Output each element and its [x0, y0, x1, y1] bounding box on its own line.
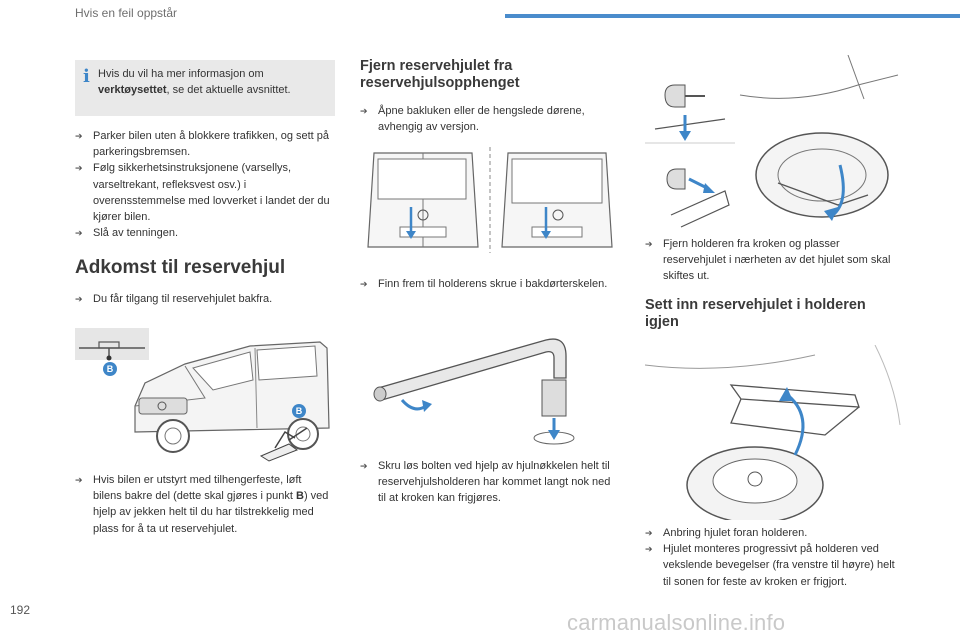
point-b-marker-van: B	[292, 404, 306, 418]
arrow-bullet-icon: ➔	[645, 239, 653, 249]
spare-wheel-refit-illustration	[645, 345, 901, 520]
point-b-marker-inset: B	[103, 362, 117, 376]
arrow-bullet-icon: ➔	[75, 163, 83, 174]
arrow-bullet-icon: ➔	[360, 279, 368, 289]
rear-doors-illustration	[367, 147, 613, 253]
list-item: ➔Anbring hjulet foran holderen.	[645, 525, 903, 541]
arrow-bullet-icon: ➔	[645, 528, 653, 538]
list-item: ➔Fjern holderen fra kroken og plasser re…	[645, 238, 891, 283]
remove-holder-list: ➔Fjern holderen fra kroken og plasser re…	[645, 236, 903, 285]
list-item: ➔Slå av tenningen.	[75, 225, 333, 241]
arrow-bullet-icon: ➔	[360, 106, 368, 116]
section-title: Hvis en feil oppstår	[75, 6, 178, 20]
preparation-list: ➔Parker bilen uten å blokkere trafikken,…	[75, 128, 333, 241]
list-item: ➔Følg sikkerhetsinstruksjonene (varselly…	[75, 162, 330, 224]
watermark: carmanualsonline.info	[567, 610, 786, 635]
list-item: ➔Åpne bakluken eller de hengslede dørene…	[360, 105, 585, 134]
heading-spare-wheel-access: Adkomst til reservehjul	[75, 257, 286, 278]
refit-list: ➔Anbring hjulet foran holderen. ➔Hjulet …	[645, 525, 903, 590]
wheel-wrench-illustration	[373, 338, 575, 445]
spare-wheel-lowering-illustration	[739, 55, 899, 221]
list-item: ➔Hvis bilen er utstyrt med tilhengerfest…	[75, 474, 329, 535]
page-number: 192	[10, 603, 31, 617]
list-item: ➔Hjulet monteres progressivt på holderen…	[645, 543, 895, 588]
van-jack-illustration	[75, 328, 330, 462]
access-list: ➔Du får tilgang til reservehjulet bakfra…	[75, 291, 333, 307]
arrow-bullet-icon: ➔	[75, 228, 83, 239]
find-list: ➔Finn frem til holderens skrue i bakdørt…	[360, 276, 615, 292]
arrow-bullet-icon: ➔	[360, 461, 368, 471]
header-accent-bar	[505, 14, 960, 18]
open-list: ➔Åpne bakluken eller de hengslede dørene…	[360, 103, 615, 135]
info-text: Hvis du vil ha mer informasjon om verktø…	[98, 68, 291, 96]
list-item: ➔Skru løs bolten ved hjelp av hjulnøkkel…	[360, 460, 611, 505]
list-item: ➔Du får tilgang til reservehjulet bakfra…	[75, 291, 333, 307]
list-item: ➔Finn frem til holderens skrue i bakdørt…	[360, 276, 615, 292]
list-item: ➔Parker bilen uten å blokkere trafikken,…	[75, 130, 330, 159]
arrow-bullet-icon: ➔	[75, 294, 83, 304]
arrow-bullet-icon: ➔	[75, 475, 83, 485]
jack-list: ➔Hvis bilen er utstyrt med tilhengerfest…	[75, 472, 333, 537]
unscrew-list: ➔Skru løs bolten ved hjelp av hjulnøkkel…	[360, 458, 615, 507]
arrow-bullet-icon: ➔	[645, 544, 653, 555]
arrow-bullet-icon: ➔	[75, 131, 83, 141]
info-icon: i	[83, 66, 90, 87]
hook-release-illustration	[645, 84, 735, 228]
info-box: i Hvis du vil ha mer informasjon om verk…	[75, 60, 335, 116]
